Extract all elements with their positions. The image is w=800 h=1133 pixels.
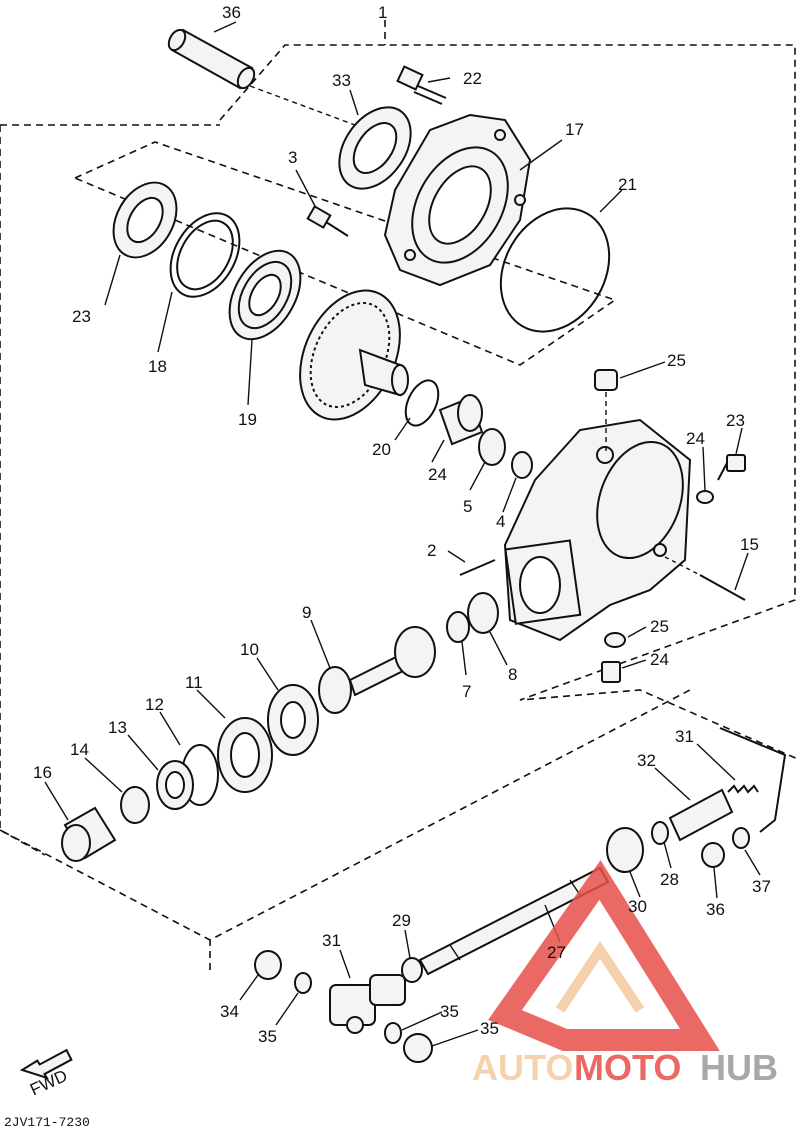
part-26-cap	[594, 369, 618, 455]
callout: 25	[667, 351, 686, 370]
callout: 3	[288, 148, 297, 167]
callout: 35	[258, 1027, 277, 1046]
part-13-oil-seal	[156, 760, 194, 810]
part-34-universal-joint	[329, 974, 406, 1034]
callout: 8	[508, 665, 517, 684]
part-8-bearing	[467, 592, 499, 634]
callout: 19	[238, 410, 257, 429]
part-6-bearing	[438, 394, 484, 446]
callout: 4	[496, 512, 505, 531]
part-3-bolt	[306, 205, 349, 237]
callout: 17	[565, 120, 584, 139]
part-25-washer	[604, 632, 626, 648]
callout-labels: 36 1 33 22 17 3 21 23 18 19 20 25 24 24 …	[33, 3, 771, 1046]
assembly-boundary	[0, 20, 800, 970]
part-39-pipe	[167, 28, 256, 90]
callout: 24	[686, 429, 705, 448]
callout: 9	[302, 603, 311, 622]
callout: 36	[706, 900, 725, 919]
drive-shaft-housing	[719, 727, 787, 833]
callout: 35	[480, 1019, 499, 1038]
callout: 12	[145, 695, 164, 714]
part-2-stud	[459, 559, 496, 576]
callout: 2	[427, 541, 436, 560]
part-15-bolt	[664, 556, 746, 601]
part-36-washer	[294, 972, 312, 994]
part-35-bushing	[403, 1033, 433, 1063]
callout: 37	[752, 877, 771, 896]
part-4-collar	[511, 451, 533, 479]
callout: 35	[440, 1002, 459, 1021]
callout: 31	[322, 931, 341, 950]
callout: 34	[220, 1002, 239, 1021]
callout: 23	[726, 411, 745, 430]
part-35-bushing	[254, 950, 282, 980]
watermark-text-auto: AUTO	[472, 1047, 573, 1088]
callout: 31	[675, 727, 694, 746]
forward-arrow-icon: FWD	[19, 1048, 73, 1099]
part-22-bolt	[396, 65, 447, 105]
watermark-text-hub: HUB	[700, 1047, 778, 1088]
callout: 30	[628, 897, 647, 916]
callout: 29	[392, 911, 411, 930]
part-37-nut	[701, 842, 725, 868]
part-21-o-ring	[499, 207, 611, 333]
callout: 20	[372, 440, 391, 459]
part-20-shim	[404, 379, 440, 427]
part-18-shim	[169, 212, 241, 298]
part-25-washer	[696, 490, 714, 504]
part-38-washer	[732, 827, 750, 849]
part-33-spring	[727, 784, 759, 794]
callout: 23	[72, 307, 91, 326]
part-28-pipe	[668, 788, 734, 842]
callout: 15	[740, 535, 759, 554]
part-14-collar	[120, 786, 150, 824]
part-16-coupling	[61, 806, 117, 862]
callout: 27	[547, 943, 566, 962]
gear-case	[503, 418, 692, 642]
callout: 10	[240, 640, 259, 659]
part-31-coupling	[606, 827, 644, 873]
part-36-washer	[384, 1022, 402, 1044]
part-24-bolt	[717, 454, 746, 481]
callout: 22	[463, 69, 482, 88]
callout: 11	[185, 673, 203, 692]
part-27-gasket	[338, 106, 412, 190]
part-5-race	[478, 428, 506, 466]
part-7-collar	[446, 611, 470, 643]
callout: 36	[222, 3, 241, 22]
callout: 7	[462, 682, 471, 701]
callout: 1	[378, 3, 387, 22]
callout: 14	[70, 740, 89, 759]
callout: 32	[637, 751, 656, 770]
callout: 5	[463, 497, 472, 516]
callout: 18	[148, 357, 167, 376]
callout: 16	[33, 763, 52, 782]
part-10-bearing	[267, 684, 319, 756]
callout: 24	[650, 650, 669, 669]
callout: 25	[650, 617, 669, 636]
part-17-bearing-housing	[383, 113, 532, 287]
watermark-text-moto: MOTO	[574, 1047, 681, 1088]
part-23-oil-seal	[112, 181, 178, 259]
callout: 21	[618, 175, 637, 194]
part-30-washer	[651, 821, 669, 845]
part-19-bearing	[228, 249, 302, 341]
automotohub-watermark: AUTO MOTO HUB	[472, 860, 778, 1088]
pinion-gear	[348, 626, 436, 697]
callout: 28	[660, 870, 679, 889]
part-32-washer	[401, 957, 423, 983]
callout: 24	[428, 465, 447, 484]
part-9-shim	[318, 666, 352, 714]
part-11-retainer	[217, 717, 273, 793]
ring-gear	[299, 289, 409, 421]
diagram-code: 2JV171-7230	[4, 1115, 90, 1130]
part-24-bolt	[601, 661, 621, 683]
callout: 13	[108, 718, 127, 737]
callout: 33	[332, 71, 351, 90]
